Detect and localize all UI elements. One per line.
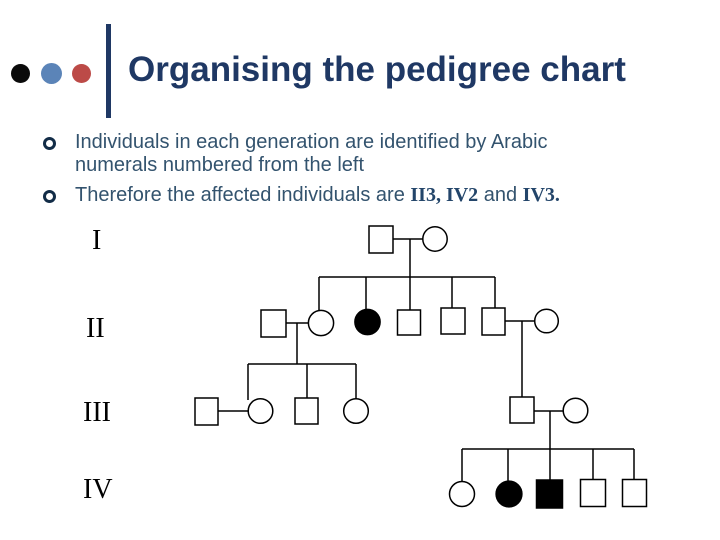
pedigree-individual-IV4 xyxy=(579,478,607,508)
pedigree-individual-III5 xyxy=(509,396,535,424)
pedigree-individual-IV1 xyxy=(448,480,476,508)
decorative-dot-black xyxy=(11,64,30,83)
generation-label-I: I xyxy=(92,225,102,256)
pedigree-individual-III4 xyxy=(342,397,370,425)
pedigree-individual-III3 xyxy=(294,397,319,425)
title-accent-bar xyxy=(106,24,111,118)
pedigree-individual-IV5 xyxy=(621,478,648,508)
pedigree-individual-III2 xyxy=(247,397,274,425)
bullet-2-part-1: Therefore the affected individuals are xyxy=(75,184,411,206)
generation-label-III: III xyxy=(83,397,111,428)
pedigree-individual-IV3 xyxy=(535,479,564,509)
pedigree-individual-II1 xyxy=(260,309,287,338)
pedigree-individual-IV2 xyxy=(495,480,523,508)
bullet-2-part-3: and xyxy=(478,184,523,206)
pedigree-individual-II4 xyxy=(396,309,422,336)
bullet-1-line-2: numerals numbered from the left xyxy=(75,153,365,176)
bullet-1-line-1: Individuals in each generation are ident… xyxy=(75,131,548,153)
pedigree-individual-II3 xyxy=(354,308,381,336)
pedigree-individual-III1 xyxy=(194,397,219,426)
decorative-dot-blue xyxy=(41,63,62,84)
bullet-2-affected-id-2: IV3. xyxy=(522,184,560,206)
bullet-text: Individuals in each generation are ident… xyxy=(75,131,548,176)
bullet-icon xyxy=(43,137,56,150)
pedigree-individual-II5 xyxy=(440,307,466,335)
bullet-icon xyxy=(43,190,56,203)
pedigree-individual-II6 xyxy=(481,307,506,336)
pedigree-individual-III6 xyxy=(562,397,589,424)
page-title: Organising the pedigree chart xyxy=(128,50,626,90)
bullet-text: Therefore the affected individuals are I… xyxy=(75,184,560,207)
decorative-dot-red xyxy=(72,64,91,83)
pedigree-individual-I2 xyxy=(422,226,448,252)
pedigree-individual-I1 xyxy=(368,225,394,254)
generation-label-II: II xyxy=(86,313,105,344)
pedigree-individual-II2 xyxy=(307,309,335,337)
pedigree-individual-II7 xyxy=(533,308,560,334)
generation-label-IV: IV xyxy=(83,474,113,505)
bullet-2-affected-ids: II3, IV2 xyxy=(410,184,479,206)
